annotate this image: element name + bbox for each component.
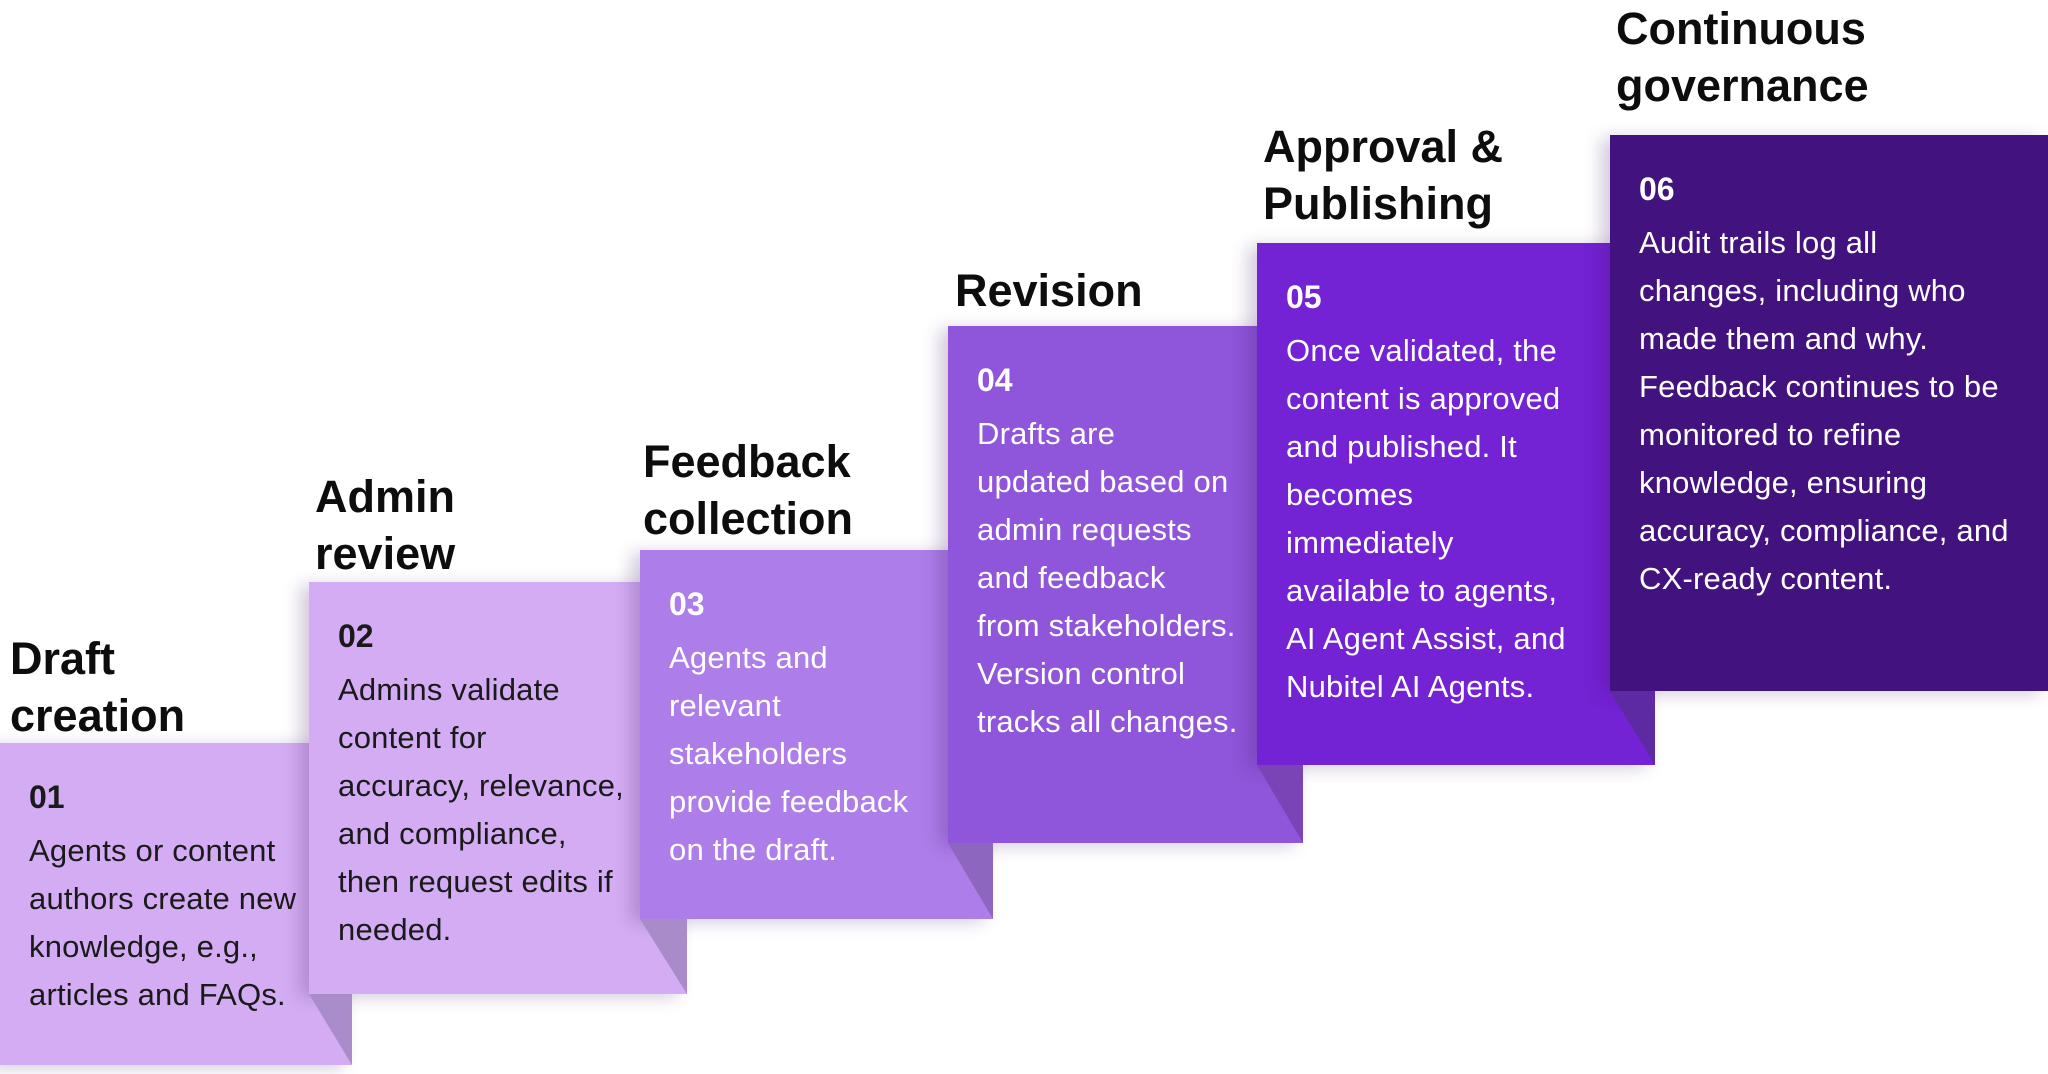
step-body-5: Once validated, the content is approved … [1286,333,1566,704]
step-card-5: 05 Once validated, the content is approv… [1257,243,1655,765]
step-title-revision: Revision [955,265,1143,316]
step-body-1: Agents or content authors create new kno… [29,833,297,1012]
step-body-2: Admins validate content for accuracy, re… [338,672,624,947]
step-card-4: 04 Drafts are updated based on admin req… [948,326,1303,843]
step-body-3: Agents and relevant stakeholders provide… [669,640,909,867]
step-number-6: 06 [1639,171,1675,207]
step-number-2: 02 [338,618,374,654]
step-body-6: Audit trails log all changes, including … [1639,225,2009,596]
step-title-approval-publishing: Approval & Publishing [1263,121,1504,229]
step-title-admin-review: Admin review [315,471,456,579]
step-card-3: 03 Agents and relevant stakeholders prov… [640,550,993,919]
step-title-continuous-governance: Continuous governance [1616,3,1869,111]
step-number-1: 01 [29,779,65,815]
step-body-4: Drafts are updated based on admin reques… [977,416,1238,739]
step-card-6: 06 Audit trails log all changes, includi… [1610,135,2048,691]
step-number-4: 04 [977,362,1013,398]
step-number-3: 03 [669,586,705,622]
step-number-5: 05 [1286,279,1322,315]
step-card-1: 01 Agents or content authors create new … [0,743,352,1065]
step-card-2: 02 Admins validate content for accuracy,… [309,582,687,994]
step-title-draft-creation: Draft creation [10,633,186,741]
step-title-feedback-collection: Feedback collection [643,436,854,544]
